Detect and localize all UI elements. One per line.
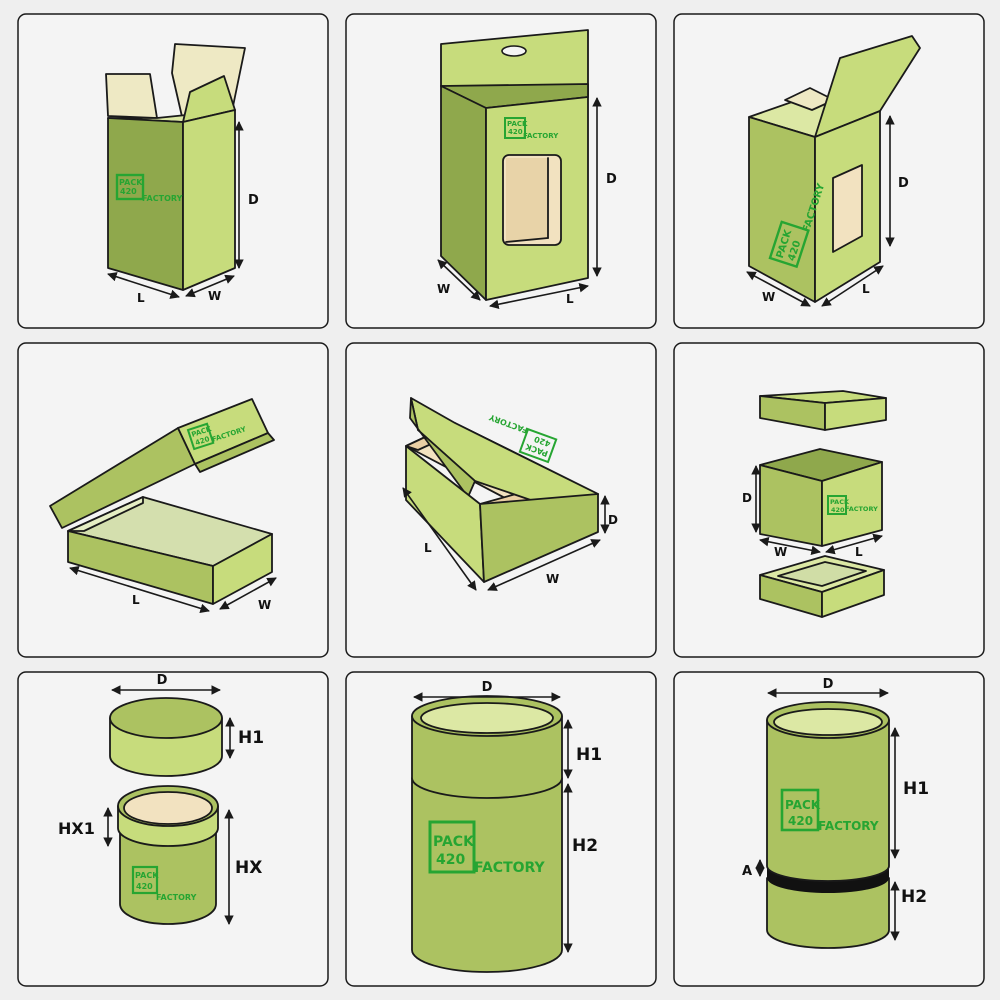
panel-flat-hinged-box: PACK 420 FACTORY L W — [17, 342, 329, 658]
dimension-label-d: D — [482, 680, 493, 695]
dimension-label-w: W — [762, 290, 775, 304]
dimension-label-hx1: HX1 — [58, 819, 95, 838]
hang-hole — [501, 45, 527, 57]
dimension-label-h1: H1 — [238, 728, 264, 748]
dimension-label-h2: H2 — [901, 887, 927, 907]
svg-text:FACTORY: FACTORY — [142, 194, 183, 203]
jar-lid-top — [109, 697, 223, 739]
dimension-label-l: L — [132, 593, 140, 607]
dimension-label-d: D — [248, 193, 259, 208]
box-lid-side — [824, 397, 887, 431]
box-front — [107, 117, 184, 291]
svg-text:420: 420 — [831, 506, 845, 514]
svg-text:FACTORY: FACTORY — [156, 893, 197, 902]
box-side — [182, 109, 236, 291]
dimension-arrow-w — [219, 577, 277, 610]
svg-text:420: 420 — [788, 814, 813, 828]
svg-text:FACTORY: FACTORY — [818, 819, 879, 833]
dimension-label-h2: H2 — [572, 836, 598, 856]
panel-tuck-end-box: PACK 420 FACTORY D L W — [17, 13, 329, 329]
dust-flap — [105, 73, 158, 119]
dimension-label-w: W — [437, 282, 450, 296]
dimension-label-d: D — [823, 677, 834, 692]
panel-mailer-box: PACK 420 FACTORY L W D — [345, 342, 657, 658]
box-lid-edge — [194, 432, 275, 473]
panel-tube-with-lid: PACK 420 FACTORY D H1 H2 — [345, 671, 657, 987]
svg-text:FACTORY: FACTORY — [845, 505, 878, 513]
dimension-arrow-w — [185, 274, 235, 298]
dimension-label-d: D — [157, 673, 168, 688]
box-base-side — [821, 569, 885, 618]
brand-logo: PACK 420 FACTORY — [131, 865, 197, 902]
tube-body — [411, 777, 563, 973]
dimension-label-l: L — [566, 292, 574, 306]
svg-text:PACK: PACK — [433, 834, 475, 850]
svg-text:FACTORY: FACTORY — [474, 860, 546, 876]
dimension-label-a: A — [742, 864, 752, 879]
brand-logo: PACK 420 FACTORY — [827, 495, 878, 515]
svg-text:420: 420 — [436, 852, 465, 868]
dimension-label-l: L — [137, 291, 145, 305]
svg-text:PACK: PACK — [507, 120, 528, 128]
svg-text:FACTORY: FACTORY — [523, 132, 559, 140]
dimension-arrow-l — [69, 565, 210, 614]
dimension-arrow-l — [489, 283, 589, 309]
tube-upper — [766, 719, 890, 882]
dimension-label-l: L — [862, 282, 870, 296]
dimension-label-l: L — [855, 545, 863, 559]
svg-text:PACK: PACK — [119, 178, 143, 187]
panel-tube-with-band: PACK 420 FACTORY D H1 H2 A — [673, 671, 985, 987]
dimension-label-d: D — [608, 513, 618, 527]
dimension-arrow-w — [437, 259, 481, 301]
svg-text:PACK: PACK — [135, 871, 159, 880]
dimension-label-d: D — [606, 172, 617, 187]
tube-lid — [411, 715, 563, 799]
dimension-arrow-l — [825, 533, 883, 555]
dimension-arrow-w — [759, 536, 821, 556]
dimension-label-w: W — [208, 289, 221, 303]
svg-text:PACK: PACK — [830, 498, 850, 506]
dimension-label-h1: H1 — [576, 745, 602, 765]
svg-text:420: 420 — [136, 882, 153, 891]
brand-logo: PACK 420 FACTORY — [780, 788, 879, 833]
panel-hanger-window-box: PACK 420 FACTORY D W L — [345, 13, 657, 329]
dimension-label-hx: HX — [235, 858, 262, 878]
window-cutout — [832, 164, 863, 253]
dimension-label-w: W — [774, 545, 787, 559]
svg-text:420: 420 — [508, 128, 523, 136]
tube-lower — [766, 877, 890, 949]
window-inner — [506, 158, 548, 242]
dimension-arrow-l — [402, 487, 477, 591]
dimension-arrow-l — [821, 265, 884, 307]
dimension-arrow-w — [746, 271, 811, 307]
brand-logo: PACK 420 FACTORY — [115, 173, 183, 203]
panel-lid-and-base-box: PACK 420 FACTORY D W L — [673, 342, 985, 658]
tube-band — [767, 866, 889, 893]
box-side — [821, 461, 883, 547]
brand-logo: PACK 420 FACTORY — [428, 820, 546, 876]
jar-body — [119, 821, 217, 925]
brand-logo: PACK 420 FACTORY — [504, 117, 559, 140]
dimension-arrow-l — [107, 272, 180, 299]
dimension-label-d: D — [742, 491, 752, 505]
dimension-label-w: W — [258, 598, 271, 612]
svg-text:PACK: PACK — [785, 798, 821, 812]
dimension-label-l: L — [424, 541, 432, 555]
panel-round-lid-jar: PACK 420 FACTORY D H1 HX1 HX — [17, 671, 329, 987]
dimension-label-h1: H1 — [903, 779, 929, 799]
svg-text:420: 420 — [120, 187, 137, 196]
dimension-label-w: W — [546, 572, 559, 586]
panel-window-tuck-box: PACK 420 FACTORY D W L — [673, 13, 985, 329]
dimension-label-d: D — [898, 176, 909, 191]
dimension-arrow-w — [487, 539, 601, 591]
